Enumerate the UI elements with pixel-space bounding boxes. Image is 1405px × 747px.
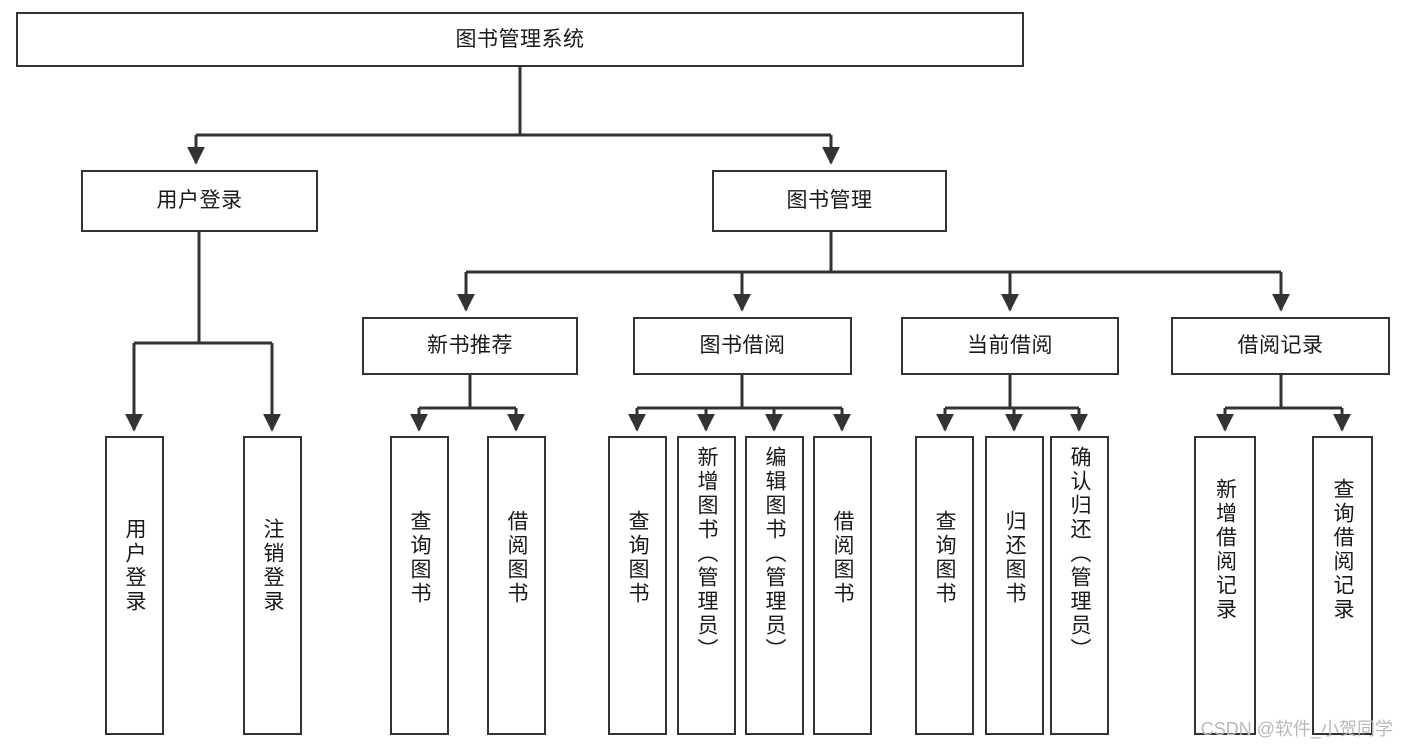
node-leaf-user-login-label: 用户登录 — [123, 518, 146, 614]
node-leaf-query-book-2[interactable]: 查询图书 — [608, 436, 667, 735]
node-root-label: 图书管理系统 — [455, 27, 585, 51]
node-book-borrow[interactable]: 图书借阅 — [633, 317, 852, 375]
node-leaf-edit-book-label: 编辑图书（管理员） — [763, 446, 786, 662]
node-leaf-add-record[interactable]: 新增借阅记录 — [1194, 436, 1256, 735]
node-leaf-query-book-1-label: 查询图书 — [408, 510, 431, 606]
node-current-borrow-label: 当前借阅 — [967, 334, 1053, 358]
node-book-management-label: 图书管理 — [786, 189, 873, 213]
node-leaf-borrow-book-1[interactable]: 借阅图书 — [487, 436, 546, 735]
node-leaf-logout-label: 注销登录 — [261, 518, 284, 614]
node-leaf-logout[interactable]: 注销登录 — [243, 436, 302, 735]
node-current-borrow[interactable]: 当前借阅 — [901, 317, 1119, 375]
node-leaf-query-book-1[interactable]: 查询图书 — [390, 436, 449, 735]
node-book-management[interactable]: 图书管理 — [712, 170, 947, 232]
node-leaf-confirm-return-label: 确认归还（管理员） — [1068, 446, 1091, 662]
node-borrow-record-label: 借阅记录 — [1237, 334, 1324, 358]
node-user-login-label: 用户登录 — [156, 189, 243, 213]
node-leaf-query-book-3-label: 查询图书 — [933, 510, 956, 606]
node-leaf-add-book[interactable]: 新增图书（管理员） — [677, 436, 736, 735]
node-root[interactable]: 图书管理系统 — [16, 12, 1024, 67]
node-leaf-confirm-return[interactable]: 确认归还（管理员） — [1050, 436, 1109, 735]
node-book-borrow-label: 图书借阅 — [699, 334, 786, 358]
node-new-book-recommend[interactable]: 新书推荐 — [362, 317, 578, 375]
node-leaf-return-book-label: 归还图书 — [1003, 510, 1026, 606]
node-new-book-recommend-label: 新书推荐 — [427, 334, 513, 358]
node-leaf-query-record[interactable]: 查询借阅记录 — [1312, 436, 1373, 735]
node-leaf-return-book[interactable]: 归还图书 — [985, 436, 1044, 735]
node-leaf-borrow-book-2-label: 借阅图书 — [831, 510, 854, 606]
node-leaf-query-record-label: 查询借阅记录 — [1331, 478, 1354, 622]
node-leaf-edit-book[interactable]: 编辑图书（管理员） — [745, 436, 804, 735]
node-leaf-add-record-label: 新增借阅记录 — [1213, 478, 1237, 622]
node-leaf-add-book-label: 新增图书（管理员） — [695, 446, 718, 662]
watermark-text: CSDN @软件_小贺同学 — [1200, 719, 1393, 739]
node-leaf-user-login[interactable]: 用户登录 — [105, 436, 164, 735]
node-borrow-record[interactable]: 借阅记录 — [1171, 317, 1390, 375]
node-leaf-borrow-book-1-label: 借阅图书 — [505, 510, 528, 606]
node-user-login[interactable]: 用户登录 — [81, 170, 318, 232]
node-leaf-borrow-book-2[interactable]: 借阅图书 — [813, 436, 872, 735]
node-leaf-query-book-3[interactable]: 查询图书 — [915, 436, 974, 735]
node-leaf-query-book-2-label: 查询图书 — [626, 510, 649, 606]
